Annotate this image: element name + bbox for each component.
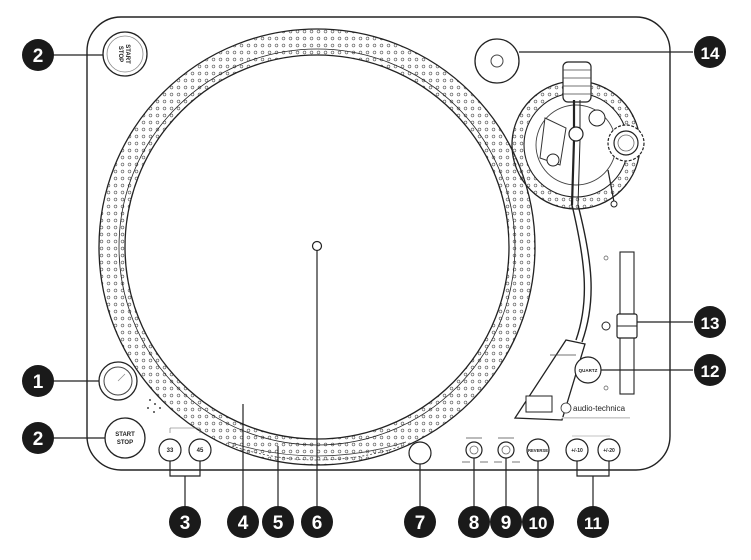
quartz-lock-button[interactable]: QUARTZ [574,356,602,384]
brand-text: audio-technica [573,404,626,413]
callout-11: 11 [577,506,609,538]
brake-switch[interactable] [497,441,515,459]
callout-4: 4 [227,506,259,538]
callout-2-top-number: 2 [33,46,44,67]
arm-rest [607,169,618,208]
callout-12: 12 [694,354,726,386]
callout-5-number: 5 [273,513,284,534]
start-stop-button-alt[interactable]: START STOP [102,31,148,77]
tonearm-base [511,80,641,210]
reverse-button[interactable]: REVERSE [526,438,550,462]
start-stop-button[interactable]: START STOP [104,417,146,459]
pitch-10-button[interactable]: +/-10 [565,438,589,462]
start-mode-switch[interactable] [465,441,483,459]
counterweight[interactable] [562,61,592,103]
callout-2-bottom-number: 2 [33,429,44,450]
pitch-slider[interactable] [601,251,638,395]
callout-6-number: 6 [312,513,323,534]
callout-10-number: 10 [529,514,548,533]
stop-label: STOP [117,440,133,446]
quartz-label: QUARTZ [579,368,598,373]
callout-14-number: 14 [701,44,720,63]
callout-3: 3 [169,506,201,538]
callout-1-number: 1 [33,372,44,393]
strobe-light [408,441,432,465]
spindle [311,240,323,252]
anti-skate-dial[interactable] [607,124,645,162]
power-switch[interactable] [98,361,138,401]
pitch-20-button[interactable]: +/-20 [597,438,621,462]
start-label-rot: START [124,44,130,64]
speed-45-label: 45 [197,448,204,454]
callout-3-number: 3 [180,513,191,534]
speed-33-label: 33 [167,448,174,454]
callout-13: 13 [694,306,726,338]
callout-11-number: 11 [584,514,602,533]
callout-lines [52,51,693,507]
headshell[interactable] [513,339,586,421]
callout-13-number: 13 [701,314,720,333]
callout-10: 10 [522,506,554,538]
start-label: START [115,432,135,438]
callout-14: 14 [694,36,726,68]
pitch-20-label: +/-20 [603,448,615,454]
callouts: 1 2 2 3 4 5 6 7 [22,36,726,538]
callout-1: 1 [22,365,54,397]
brand-area: audio-technica [560,402,630,419]
callout-2-top: 2 [22,39,54,71]
speed-indicator-dots [147,399,161,413]
callout-9: 9 [490,506,522,538]
callout-8-number: 8 [469,513,480,534]
callout-9-number: 9 [501,513,512,534]
stop-label-rot: STOP [117,46,123,62]
callout-2-bottom: 2 [22,422,54,454]
tonearm[interactable] [568,100,592,343]
callout-12-number: 12 [701,362,720,381]
switch-tick-labels [462,437,520,463]
callout-4-number: 4 [238,513,249,534]
reverse-label: REVERSE [528,448,548,453]
callout-6: 6 [301,506,333,538]
callout-7-number: 7 [415,513,426,534]
pitch-range-buttons: +/-10 +/-20 [565,435,621,462]
speed-45-button[interactable]: 45 [188,438,212,462]
callout-5: 5 [262,506,294,538]
callout-8: 8 [458,506,490,538]
speed-33-button[interactable]: 33 [158,438,182,462]
pitch-10-label: +/-10 [571,448,583,454]
callout-7: 7 [404,506,436,538]
dust-cover-hinge [474,38,520,84]
